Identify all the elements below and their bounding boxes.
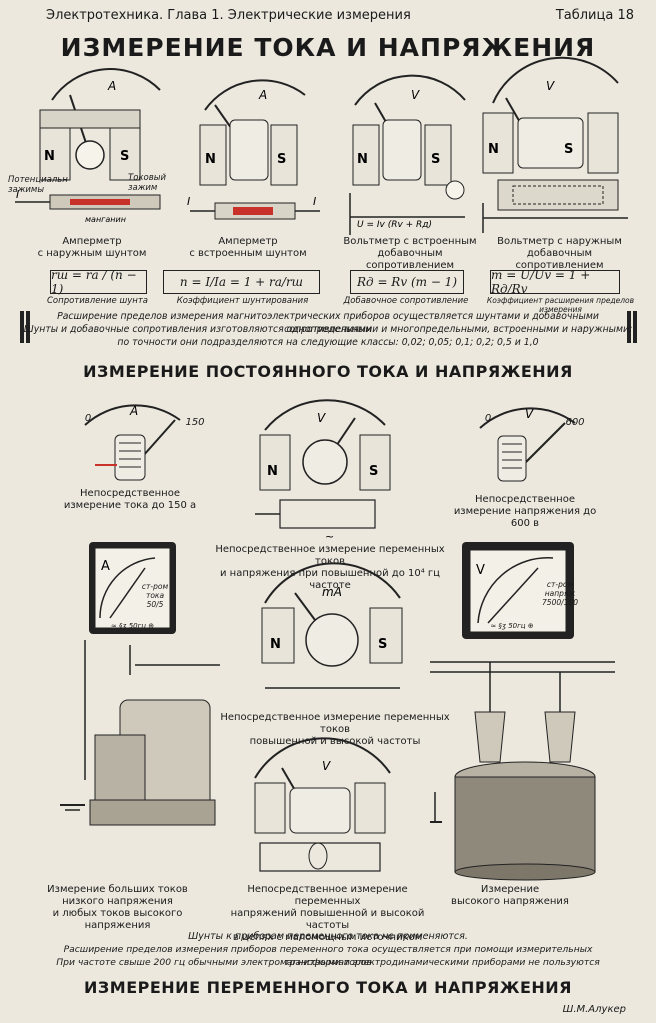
svg-text:N: N xyxy=(205,152,216,167)
svg-text:V: V xyxy=(411,88,420,102)
caption-high-voltage: Измерение высокого напряжения xyxy=(451,884,569,907)
svg-text:~: ~ xyxy=(325,530,334,543)
chapter-header: Электротехника. Глава 1. Электрические и… xyxy=(46,8,411,23)
svg-text:U = Iv (Rv + Rд): U = Iv (Rv + Rд) xyxy=(357,220,432,230)
svg-text:N: N xyxy=(357,152,368,167)
svg-text:S: S xyxy=(120,149,129,164)
ammeter-external-shunt-drawing: A N S манганин I xyxy=(15,68,161,224)
meter-letter: A xyxy=(107,79,116,93)
svg-text:V: V xyxy=(317,411,326,425)
ammeter-face-bottom: ≈ §ʒ 50гц ⊕ xyxy=(110,622,155,630)
svg-text:V: V xyxy=(322,759,331,773)
ammeter-150a-drawing: A xyxy=(84,404,181,481)
section-title-ac: ИЗМЕРЕНИЕ ПЕРЕМЕННОГО ТОКА И НАПРЯЖЕНИЯ xyxy=(84,978,572,997)
milliammeter-drawing: mA N S xyxy=(261,562,403,689)
label-range-extension: Коэффициент расширения пределов измерени… xyxy=(486,296,635,314)
label-shunt-resistance: Сопротивление шунта xyxy=(47,296,148,306)
label-added-resistance: Добавочное сопротивление xyxy=(343,296,469,306)
note-line-2: Шунты и добавочные сопротивления изготов… xyxy=(23,324,633,335)
caption-hf-voltages: Непосредственное измерение переменных на… xyxy=(230,884,425,943)
label-shunt-coefficient: Коэффициент шунтирования xyxy=(176,296,309,306)
voltmeter-internal-resistor-drawing: V N S U = Iv (Rv + Rд) xyxy=(349,74,466,235)
svg-text:N: N xyxy=(44,149,55,164)
svg-text:S: S xyxy=(369,464,378,479)
right-bracket-bar xyxy=(633,311,637,343)
svg-text:N: N xyxy=(488,142,499,157)
page-title: ИЗМЕРЕНИЕ ТОКА И НАПРЯЖЕНИЯ xyxy=(60,33,596,62)
bottom-note-1: Шунты к приборам переменного тока не при… xyxy=(188,931,468,942)
caption-ammeter-external-shunt: Амперметр с наружным шунтом xyxy=(37,236,147,259)
formula-added-resistance: Rд = Rv (m − 1) xyxy=(350,270,464,294)
author-signature: Ш.М.Алукер xyxy=(562,1004,626,1015)
svg-text:V: V xyxy=(476,563,485,578)
svg-text:V: V xyxy=(525,407,534,421)
scale-min-600: 0 xyxy=(484,413,492,424)
voltmeter-600v-drawing: V xyxy=(479,407,576,482)
voltmeter-face-text: ст-ром напряж 7500/100 xyxy=(542,580,578,607)
caption-voltmeter-internal: Вольтметр с встроенным добавочным сопрот… xyxy=(343,236,477,271)
svg-text:S: S xyxy=(431,152,440,167)
svg-text:I: I xyxy=(16,188,19,201)
note-line-3: по точности они подразделяются на следую… xyxy=(117,337,539,348)
voltmeter-rectifier-drawing: V N S ~ xyxy=(255,399,391,543)
caption-direct-current-150a: Непосредственное измерение тока до 150 а xyxy=(63,488,197,511)
formula-shunt-resistance: rш = rа / (n − 1) xyxy=(50,268,147,296)
caption-ammeter-internal-shunt: Амперметр с встроенным шунтом xyxy=(189,236,307,259)
formula-shunt-coefficient: n = I/Iа = 1 + rа/rш xyxy=(163,270,320,294)
bottom-note-2: Расширение пределов измерения приборов п… xyxy=(63,944,593,968)
svg-text:V: V xyxy=(546,79,555,93)
scale-min-150: 0 xyxy=(84,413,92,424)
table-number: Таблица 18 xyxy=(555,8,634,23)
formula-range-extension: m = U/Uv = 1 + Rд/Rv xyxy=(490,268,620,296)
voltmeter-external-resistor-drawing: V N S xyxy=(482,56,628,233)
note-line-1: Расширение пределов измерения магнитоэле… xyxy=(57,311,599,335)
voltmeter-face-bottom: ≈ §ʒ 50гц ⊕ xyxy=(490,622,534,630)
svg-text:mA: mA xyxy=(322,585,342,599)
svg-text:S: S xyxy=(564,142,573,157)
bottom-note-3: При частоте свыше 200 гц обычными электр… xyxy=(56,957,600,968)
caption-large-currents: Измерение больших токов низкого напряжен… xyxy=(47,884,188,931)
svg-text:I: I xyxy=(187,195,190,208)
voltage-transformer-drawing xyxy=(430,661,615,881)
ammeter-face-text: ст-ром тока 50/5 xyxy=(141,582,169,609)
left-bracket-bar xyxy=(20,311,24,343)
voltmeter-tube-drawing: V xyxy=(254,737,391,872)
section-title-dc: ИЗМЕРЕНИЕ ПОСТОЯННОГО ТОКА И НАПРЯЖЕНИЯ xyxy=(83,362,573,381)
left-bracket-bar xyxy=(26,311,30,343)
caption-voltmeter-external: Вольтметр с наружным добавочным сопротив… xyxy=(497,236,622,271)
caption-hf-currents: Непосредственное измерение переменных то… xyxy=(220,712,450,747)
caption-ac-rectifier: Непосредственное измерение переменных то… xyxy=(215,544,445,591)
caption-direct-voltage-600v: Непосредственное измерение напряжения до… xyxy=(453,494,597,529)
svg-text:A: A xyxy=(258,88,267,102)
svg-text:N: N xyxy=(270,637,281,652)
svg-text:I: I xyxy=(313,195,316,208)
svg-text:S: S xyxy=(277,152,286,167)
svg-text:S: S xyxy=(378,637,387,652)
voltmeter-panel-drawing: V xyxy=(462,542,574,639)
svg-text:A: A xyxy=(101,559,110,574)
right-bracket-bar xyxy=(627,311,631,343)
current-transformer-drawing xyxy=(60,640,220,826)
scale-max-600: 600 xyxy=(565,417,585,428)
svg-text:манганин: манганин xyxy=(85,215,126,224)
ammeter-panel-drawing: A xyxy=(89,542,176,634)
svg-text:A: A xyxy=(129,404,138,418)
svg-text:N: N xyxy=(267,464,278,479)
scale-max-150: 150 xyxy=(185,417,205,428)
ammeter-internal-shunt-drawing: A N S I I xyxy=(187,79,320,220)
